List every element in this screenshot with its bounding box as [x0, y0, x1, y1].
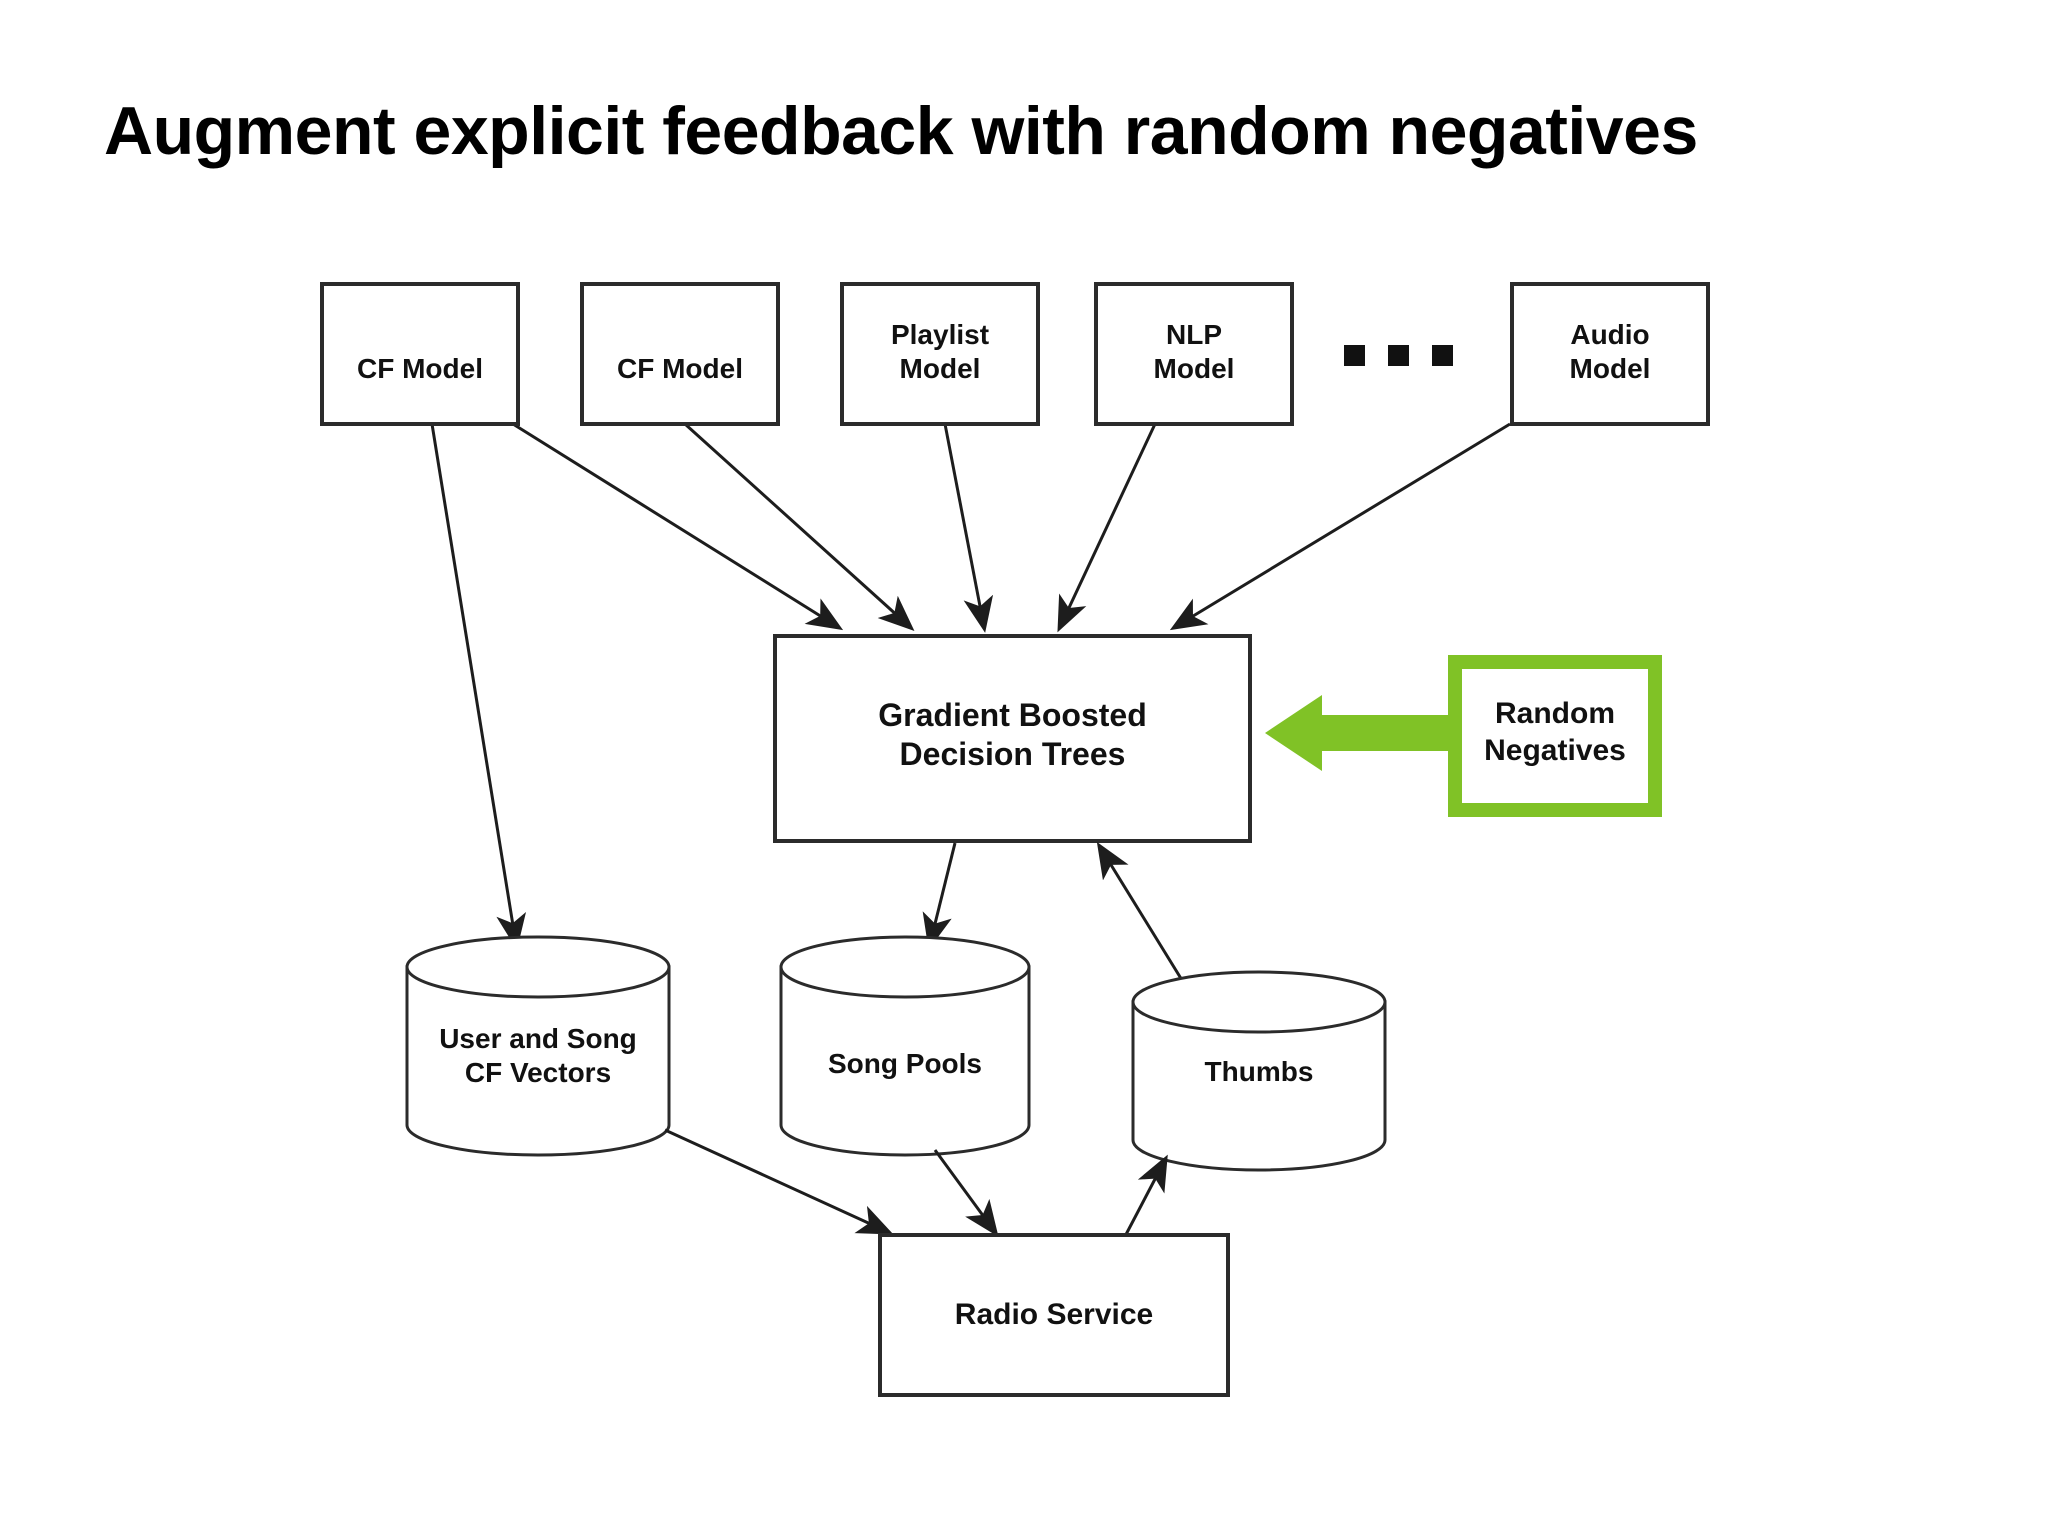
edge-songpools-to-radio — [933, 1149, 999, 1237]
edge-cf1-to-cfvectors — [430, 423, 527, 950]
edge-cf1-to-gbdt — [512, 422, 844, 631]
ellipsis-icon — [1344, 345, 1453, 366]
node-cf-model-1[interactable] — [320, 282, 520, 426]
edge-audio-to-gbdt — [1169, 422, 1511, 631]
node-nlp-model[interactable] — [1094, 282, 1294, 426]
node-random-negatives[interactable] — [1448, 655, 1662, 817]
node-cf-vectors[interactable] — [405, 935, 671, 1157]
node-playlist-model[interactable] — [840, 282, 1040, 426]
page-title: Augment explicit feedback with random ne… — [104, 93, 1698, 169]
model-boxes — [320, 282, 1710, 426]
node-gradient-boosted-decision-trees[interactable] — [773, 634, 1252, 843]
edges-gbdt-to-storage — [922, 841, 1187, 986]
edge-thumbs-to-gbdt — [1096, 841, 1187, 986]
node-audio-model[interactable] — [1510, 282, 1710, 426]
edge-playlist-to-gbdt — [943, 423, 994, 633]
edge-cfvectors-to-radio — [664, 1128, 894, 1235]
node-radio-service[interactable] — [878, 1233, 1230, 1397]
edge-random-negatives-to-gbdt — [1265, 695, 1455, 771]
storage-cylinders — [405, 935, 1387, 1172]
node-thumbs[interactable] — [1131, 970, 1387, 1172]
edges-models-to-gbdt — [430, 422, 1511, 950]
edge-nlp-to-gbdt — [1057, 423, 1157, 633]
edge-gbdt-to-songpools — [922, 842, 957, 950]
node-cf-model-2[interactable] — [580, 282, 780, 426]
random-negatives-group — [1265, 655, 1662, 817]
edge-cf2-to-gbdt — [683, 422, 915, 632]
node-song-pools[interactable] — [779, 935, 1031, 1157]
